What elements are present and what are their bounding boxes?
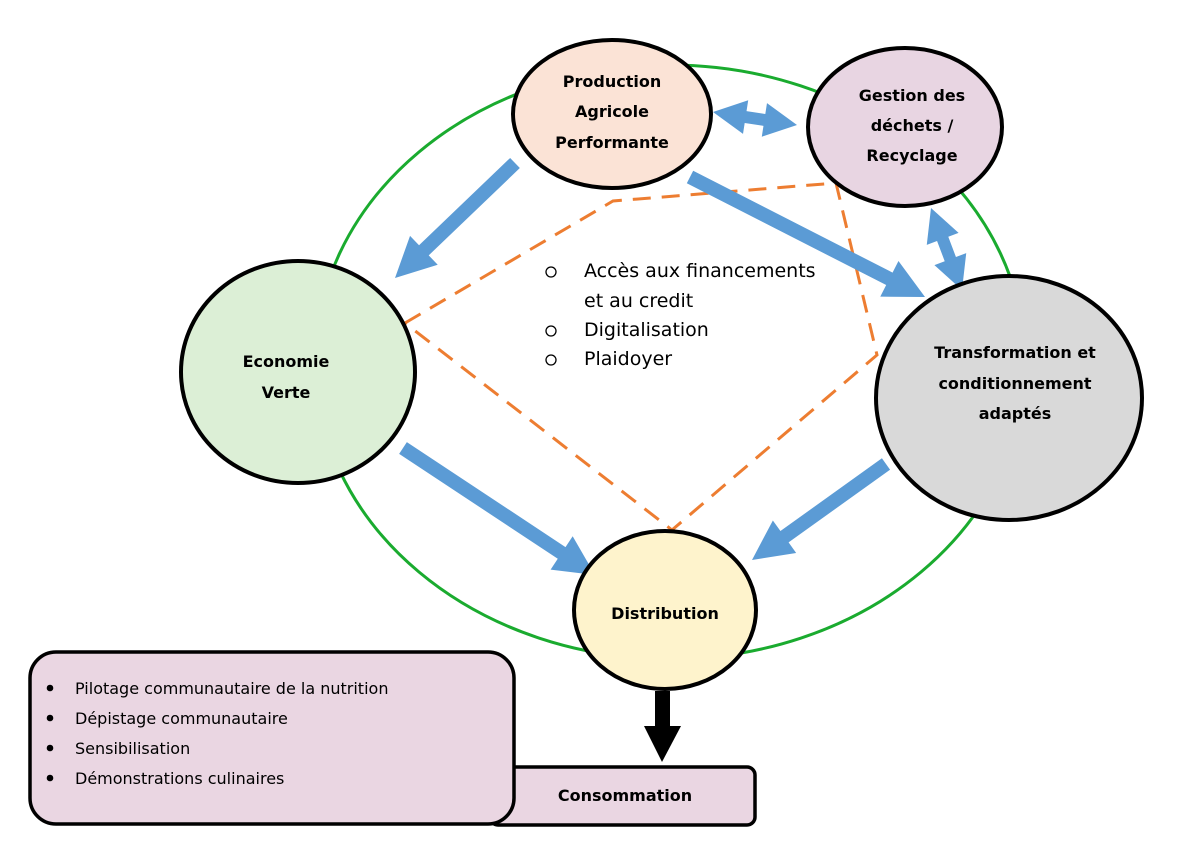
bullet-dot [46, 744, 54, 752]
center-list-bullet [545, 266, 557, 278]
community-item-3: Démonstrations culinaires [75, 769, 284, 788]
node-gestion-line-1: déchets / [871, 116, 954, 135]
node-gestion-dechets[interactable]: Gestion des déchets / Recyclage [806, 46, 1004, 208]
arrow-gestion-transformation-bidirectional [926, 208, 967, 290]
node-economie-line-0: Economie [243, 352, 330, 371]
node-distribution[interactable]: Distribution [572, 529, 758, 691]
node-transformation-line-1: conditionnement [938, 374, 1091, 393]
arrow-production-to-transformation [686, 170, 925, 297]
node-economie-line-1: Verte [262, 383, 311, 402]
node-transformation[interactable]: Transformation et conditionnement adapté… [874, 274, 1144, 522]
center-list-item-2: Plaidoyer [584, 348, 672, 370]
arrow-transformation-to-distribution [752, 458, 891, 560]
node-gestion-line-2: Recyclage [866, 146, 957, 165]
arrow-production-gestion-bidirectional [713, 100, 797, 137]
arrow-economie-to-distribution [399, 442, 595, 575]
center-list-bullet [545, 325, 557, 337]
center-list-item-1: Digitalisation [584, 319, 709, 341]
arrow-distribution-to-consommation [644, 691, 681, 762]
center-action-list: Accès aux financements et au credit Digi… [545, 260, 816, 370]
node-transformation-line-2: adaptés [979, 404, 1052, 423]
node-distribution-line-0: Distribution [611, 604, 719, 623]
center-list-item-0-line-1: et au credit [584, 290, 693, 312]
bullet-dot [46, 774, 54, 782]
arrow-production-to-economie [395, 157, 520, 278]
flow-arrows [395, 100, 967, 575]
node-economie-verte[interactable]: Economie Verte [179, 259, 417, 485]
node-production-line-0: Production [563, 72, 661, 91]
center-list-bullet [545, 354, 557, 366]
community-actions-box: Pilotage communautaire de la nutrition D… [28, 650, 516, 826]
node-production-agricole[interactable]: Production Agricole Performante [511, 38, 713, 190]
consommation-label: Consommation [558, 786, 692, 805]
node-production-line-1: Agricole [575, 102, 649, 121]
node-production-line-2: Performante [555, 133, 669, 152]
center-list-item-0-line-0: Accès aux financements [584, 260, 816, 282]
bullet-dot [46, 684, 54, 692]
bullet-dot [46, 714, 54, 722]
community-item-2: Sensibilisation [75, 739, 190, 758]
node-transformation-line-0: Transformation et [934, 343, 1096, 362]
community-item-0: Pilotage communautaire de la nutrition [75, 679, 388, 698]
community-item-1: Dépistage communautaire [75, 709, 288, 728]
consommation-box[interactable]: Consommation [488, 765, 757, 827]
node-gestion-line-0: Gestion des [859, 86, 965, 105]
